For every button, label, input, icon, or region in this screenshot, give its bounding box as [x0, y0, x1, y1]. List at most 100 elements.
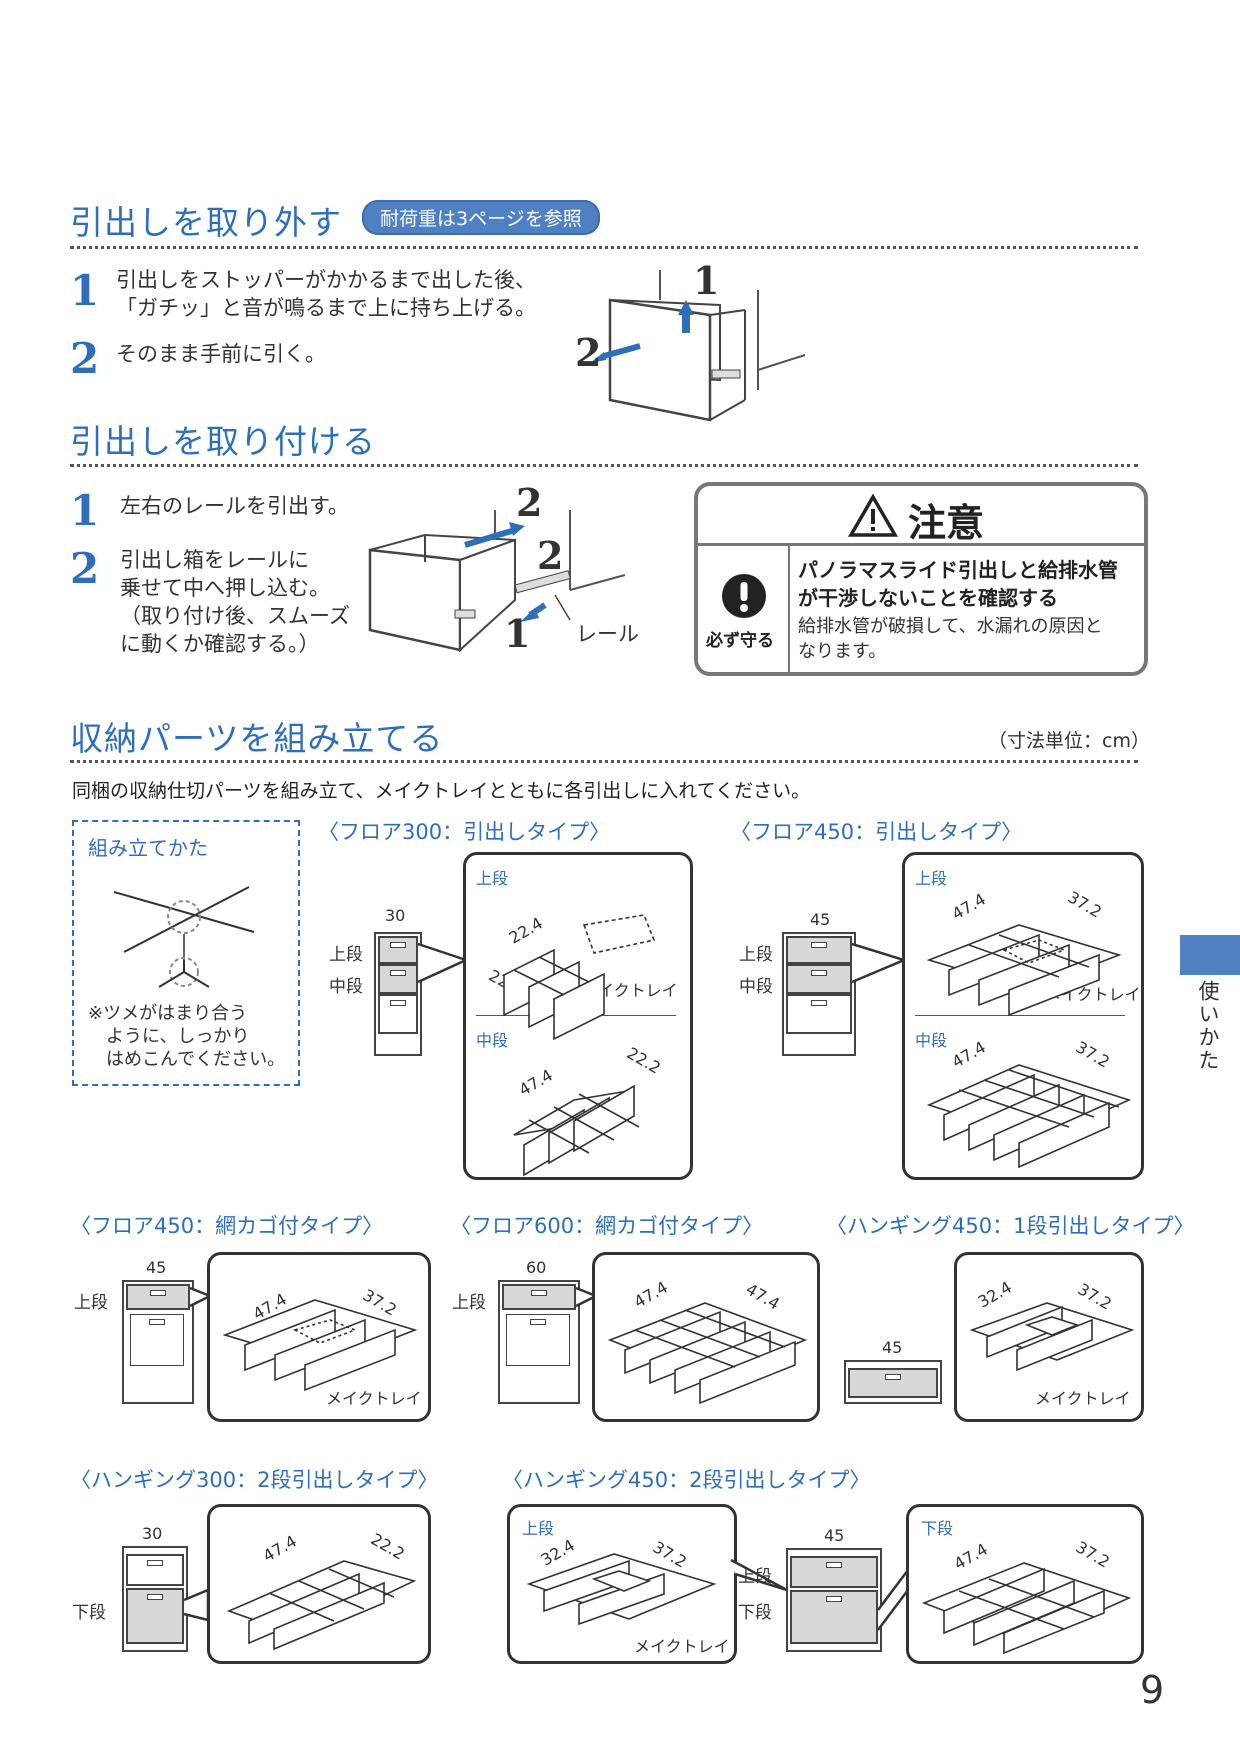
must-follow-label: 必ず守る	[706, 631, 774, 651]
cabinet-width: 45	[882, 1338, 903, 1357]
divider	[70, 760, 1138, 763]
tray-label: メイクトレイ	[582, 981, 678, 1000]
label-middle: 中段	[915, 1031, 948, 1050]
cabinet-width: 45	[810, 910, 831, 929]
partition-grid-drawing	[526, 1553, 717, 1626]
label-lower: 下段	[72, 1603, 106, 1623]
drawer-upper	[126, 1554, 184, 1586]
tray-label: メイクトレイ	[634, 1637, 730, 1656]
basket	[130, 1314, 184, 1366]
page-number: 9	[1140, 1668, 1165, 1712]
step-text: 引出し箱をレールに 乗せて中へ押し込む。 （取り付け後、スムーズ に動くか確認す…	[120, 548, 350, 656]
drawer-middle	[378, 964, 418, 994]
unit-note: （寸法単位：cm）	[988, 730, 1150, 752]
partition-detail-box-lower: 下段 47.4 37.2	[906, 1504, 1144, 1664]
cabinet-diagram	[782, 932, 856, 1056]
drawer-upper	[848, 1368, 938, 1398]
howto-note: ※ツメがはまり合う ように、しっかり はめこんでください。	[88, 1003, 286, 1070]
type-label-hanging300-2: 〈ハンギング300：2段引出しタイプ〉	[70, 1468, 439, 1492]
drawer-upper	[502, 1284, 576, 1310]
illustration-label: 2	[575, 330, 602, 375]
label-upper: 上段	[74, 1293, 108, 1313]
partition-detail-box: 上段 47.4 37.2 メイクトレイ 中段 47.4 37.2	[902, 852, 1144, 1180]
tray-label: メイクトレイ	[326, 1389, 422, 1408]
caution-title: 注意	[908, 501, 985, 545]
label-upper: 上段	[522, 1519, 555, 1538]
drawer-lower	[378, 994, 418, 1034]
partition-grid-drawing	[226, 1560, 417, 1651]
step-text: 左右のレールを引出す。	[120, 494, 349, 518]
cabinet-width: 60	[526, 1258, 547, 1277]
cabinet-diagram	[374, 932, 422, 1056]
callout-pointer	[183, 1588, 210, 1622]
section-title-remove: 引出しを取り外す	[70, 203, 342, 242]
partition-detail-box: 47.4 47.4	[592, 1252, 820, 1422]
step-text: そのまま手前に引く。	[116, 342, 326, 366]
step-text: 引出しをストッパーがかかるまで出した後、 「ガチッ」と音が鳴るまで上に持ち上げる…	[116, 268, 536, 320]
caution-sub-text: 給排水管が破損して、水漏れの原因と なります。	[798, 616, 1103, 662]
illustration-label: 2	[537, 533, 564, 578]
drawer-lower	[126, 1588, 184, 1644]
drawer-upper	[126, 1284, 190, 1310]
label-upper: 上段	[738, 1567, 772, 1587]
drawer-upper	[790, 1556, 878, 1588]
drawer-attach-illustration	[368, 510, 626, 653]
label-middle: 中段	[476, 1031, 509, 1050]
label-upper: 上段	[329, 945, 363, 965]
partition-grid-drawing	[222, 1299, 418, 1392]
partition-detail-box: 32.4 37.2 メイクトレイ	[954, 1252, 1144, 1422]
basket	[506, 1314, 570, 1366]
divider	[70, 464, 1138, 467]
callout-pointer	[851, 942, 908, 984]
callout-pointer	[417, 942, 470, 984]
cabinet-width: 45	[146, 1258, 167, 1277]
cabinet-diagram	[786, 1548, 882, 1652]
section-title-attach: 引出しを取り付ける	[70, 422, 376, 461]
drawer-lower	[790, 1590, 878, 1644]
partition-detail-box: 47.4 37.2 メイクトレイ	[207, 1252, 431, 1422]
warning-triangle-icon	[847, 493, 899, 537]
illustration-label: 1	[504, 611, 531, 656]
step-number: 2	[70, 334, 100, 383]
partition-joint-illustration	[113, 886, 255, 988]
howto-title: 組み立てかた	[88, 836, 208, 860]
caution-main-text: パノラマスライド引出しと給排水管 が干渉しないことを確認する	[798, 558, 1118, 610]
exclamation-icon	[722, 574, 766, 618]
label-lower: 下段	[738, 1603, 772, 1623]
partition-grid-drawing	[503, 914, 656, 1177]
section-title-assemble: 収納パーツを組み立てる	[70, 719, 444, 758]
cabinet-width: 45	[824, 1526, 845, 1545]
drawer-lower	[786, 994, 852, 1034]
step-number: 2	[70, 544, 100, 593]
drawer-upper	[786, 936, 852, 964]
type-label-floor450-net: 〈フロア450：網カゴ付タイプ〉	[70, 1214, 384, 1238]
partition-grid-drawing	[607, 1302, 808, 1405]
type-label-hanging450-2: 〈ハンギング450：2段引出しタイプ〉	[502, 1468, 871, 1492]
rail-label: レール	[576, 622, 639, 646]
divider	[70, 246, 1138, 249]
cabinet-diagram	[844, 1360, 942, 1404]
cabinet-diagram	[122, 1546, 188, 1652]
type-label-hanging450-1: 〈ハンギング450：1段引出しタイプ〉	[826, 1214, 1195, 1238]
intro-text: 同梱の収納仕切パーツを組み立て、メイクトレイとともに各引出しに入れてください。	[72, 780, 811, 802]
section-side-tab	[1180, 935, 1240, 975]
drawer-middle	[786, 964, 852, 994]
tray-label: メイクトレイ	[1035, 1389, 1131, 1408]
label-middle: 中段	[329, 977, 363, 997]
partition-detail-box-upper: 上段 32.4 37.2 メイクトレイ	[507, 1504, 737, 1664]
caution-header	[698, 486, 1144, 546]
partition-grid-drawing	[969, 1302, 1135, 1372]
caution-box: 注意 必ず守る パノラマスライド引出しと給排水管 が干渉しないことを確認する 給…	[694, 482, 1148, 676]
side-tab-label: 使いかた	[1196, 980, 1220, 1072]
label-middle: 中段	[739, 977, 773, 997]
illustration-label: 2	[516, 480, 543, 525]
callout-pointer	[877, 1566, 910, 1631]
step-number: 1	[70, 486, 100, 535]
step-number: 1	[70, 266, 100, 315]
cabinet-width: 30	[142, 1524, 163, 1543]
drawer-removal-illustration	[590, 270, 806, 422]
partition-detail-box: 47.4 22.2	[207, 1504, 431, 1664]
label-upper: 上段	[739, 945, 773, 965]
type-label-floor600-net: 〈フロア600：網カゴ付タイプ〉	[450, 1214, 764, 1238]
label-upper: 上段	[476, 869, 509, 888]
